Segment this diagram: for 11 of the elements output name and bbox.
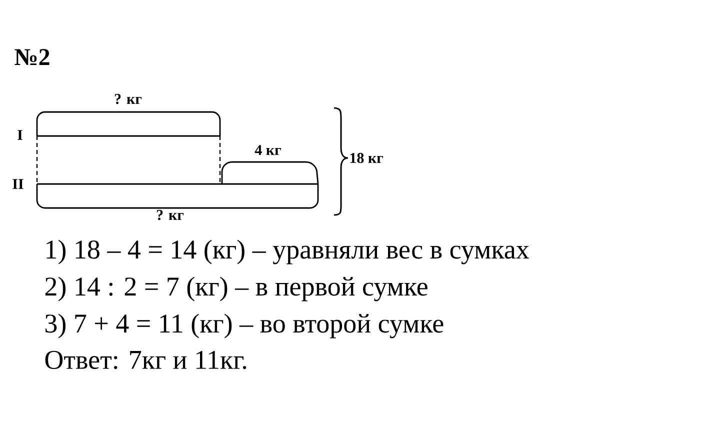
heading: №2 [14, 49, 50, 65]
segment-label: I [18, 130, 22, 140]
solution-line: 2) 14 : 2 = 7 (кг) – в первой сумке [45, 276, 428, 302]
segment-label: ? кг [114, 94, 142, 104]
segment-label: 18 кг [350, 152, 383, 164]
segment-label: II [12, 179, 24, 189]
solution-line: 3) 7 + 4 = 11 (кг) – во второй сумке [45, 314, 444, 338]
segment-label: 4 кг [254, 145, 281, 155]
solution-line: Ответ: 7кг и 11кг. [45, 350, 246, 370]
solution-line: 1) 18 – 4 = 14 (кг) – уравняли вес в сумках [46, 240, 530, 264]
segment-label: ? кг [156, 210, 184, 220]
